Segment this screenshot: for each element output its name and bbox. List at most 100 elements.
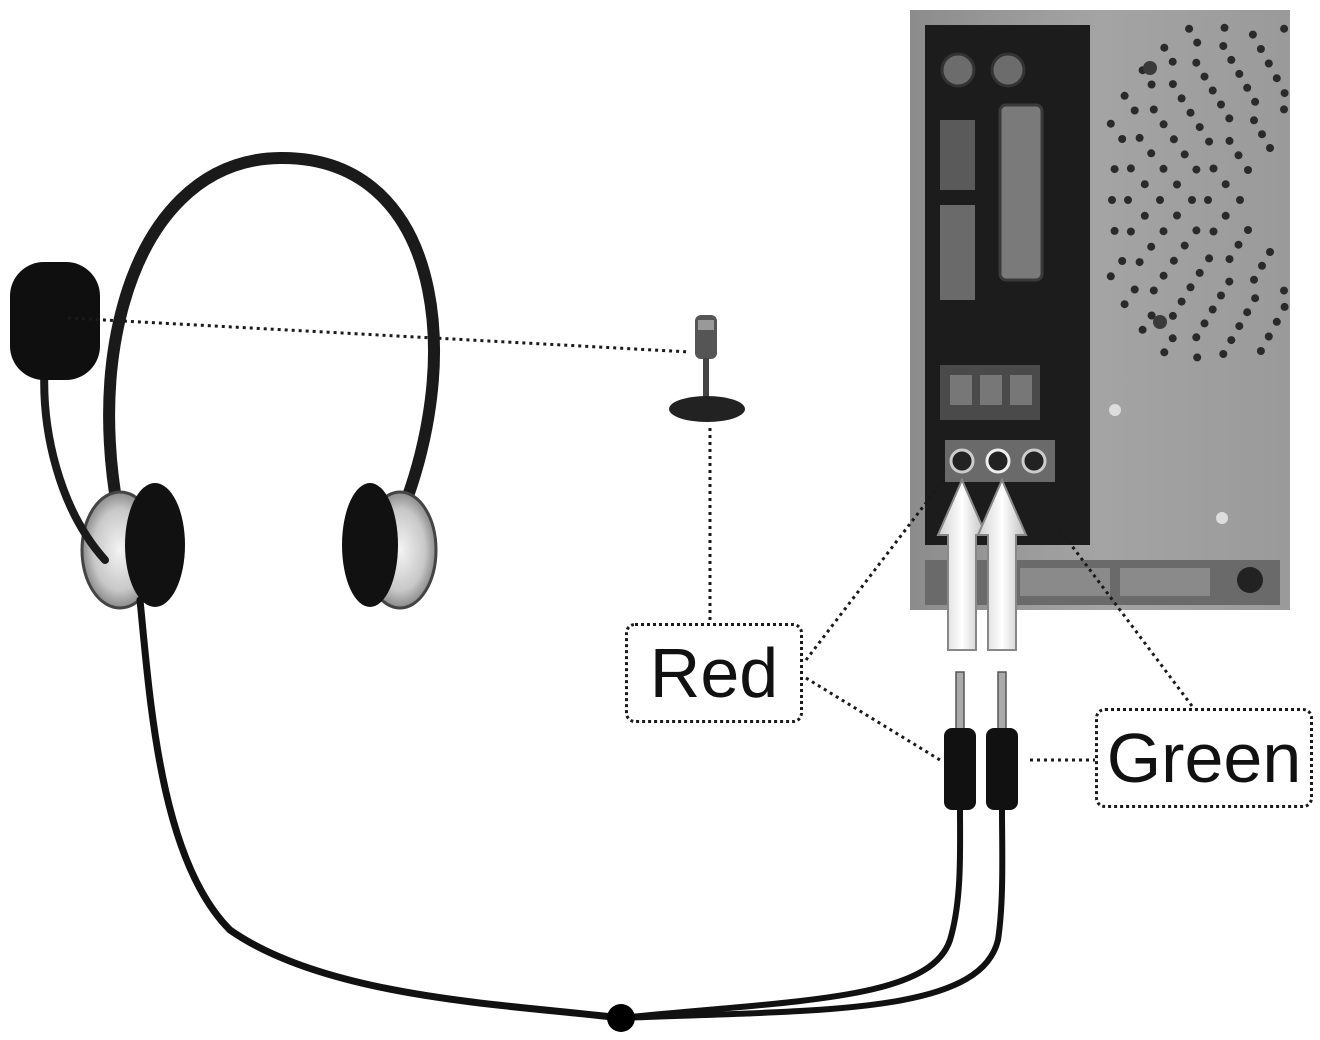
fan-vent — [1106, 23, 1289, 362]
vent-hole — [1177, 297, 1186, 306]
vent-hole — [1280, 89, 1289, 98]
vent-hole — [1235, 69, 1244, 78]
vent-hole — [1195, 268, 1204, 277]
vent-hole — [1110, 226, 1119, 235]
vent-hole — [1250, 116, 1258, 125]
vent-hole — [1180, 241, 1189, 250]
vent-hole — [1126, 227, 1135, 236]
vent-hole — [1147, 242, 1156, 251]
audio-jack-icon — [986, 671, 1018, 810]
vent-hole — [1159, 271, 1168, 280]
vent-hole — [1244, 166, 1252, 174]
vent-hole — [1243, 83, 1252, 92]
vent-hole — [1266, 248, 1274, 256]
vent-hole — [1205, 254, 1214, 263]
vent-hole — [1120, 91, 1129, 100]
vent-hole — [1280, 105, 1288, 114]
vent-hole — [1280, 286, 1288, 295]
vent-hole — [1209, 227, 1218, 236]
vent-hole — [1192, 226, 1201, 235]
audio-port-line-in — [1021, 448, 1047, 474]
vent-hole — [1248, 30, 1257, 39]
vent-hole — [1208, 305, 1217, 314]
vent-hole — [1195, 123, 1204, 132]
vent-hole — [1186, 283, 1195, 292]
vent-hole — [1169, 135, 1178, 144]
vent-hole — [1209, 164, 1218, 173]
vent-hole — [1250, 275, 1258, 284]
vent-hole — [1220, 23, 1229, 32]
vent-hole — [1147, 149, 1156, 158]
vent-hole — [1256, 45, 1265, 53]
vent-hole — [1124, 196, 1132, 204]
cable-to-green-jack — [617, 807, 1006, 1021]
right-ear-cup — [342, 483, 438, 610]
cable-to-red-jack — [617, 807, 964, 1021]
vent-hole — [1130, 106, 1139, 115]
cable-split-point — [607, 1004, 635, 1032]
vent-hole — [1193, 353, 1202, 362]
vent-hole — [1225, 114, 1234, 123]
vent-hole — [1235, 322, 1244, 331]
vent-hole — [1244, 226, 1252, 234]
vent-hole — [1149, 105, 1158, 114]
vent-hole — [1243, 308, 1252, 317]
vent-hole — [1159, 120, 1168, 129]
vent-hole — [1217, 100, 1225, 109]
vent-hole — [1225, 136, 1234, 145]
vent-hole — [1149, 286, 1158, 295]
vent-hole — [1108, 196, 1116, 204]
vent-hole — [1208, 86, 1217, 95]
headset-cable — [136, 596, 624, 1022]
vent-hole — [1192, 165, 1201, 174]
arrow-up-icon — [976, 477, 1028, 651]
vent-hole — [1258, 130, 1266, 139]
vent-hole — [1106, 119, 1115, 128]
vent-hole — [1168, 57, 1177, 66]
vent-hole — [1193, 38, 1202, 47]
vent-hole — [1192, 333, 1201, 342]
vent-hole — [1140, 180, 1149, 189]
headset-icon — [10, 151, 440, 610]
vent-hole — [1192, 58, 1201, 67]
vent-hole — [1234, 151, 1243, 160]
vent-hole — [1227, 55, 1236, 64]
vent-hole — [1258, 261, 1266, 270]
vent-hole — [1169, 256, 1178, 265]
vent-hole — [1185, 24, 1194, 33]
vent-hole — [1118, 257, 1127, 265]
audio-port-mic — [949, 448, 975, 474]
vent-hole — [1186, 108, 1195, 117]
vent-hole — [1266, 144, 1274, 152]
vent-hole — [1126, 164, 1135, 173]
headset-mic-foam — [10, 262, 100, 380]
vent-hole — [1168, 80, 1177, 89]
vent-hole — [1219, 350, 1228, 358]
audio-jack-icon — [944, 671, 976, 810]
vent-hole — [1227, 336, 1236, 345]
vent-hole — [1221, 211, 1230, 220]
vent-hole — [1110, 165, 1119, 174]
vent-hole — [1236, 196, 1244, 204]
vent-hole — [1219, 42, 1228, 50]
vent-hole — [1251, 97, 1260, 106]
vent-hole — [1205, 137, 1214, 146]
vent-hole — [1130, 285, 1139, 294]
vent-hole — [1118, 135, 1127, 143]
vent-hole — [1140, 211, 1149, 220]
vent-hole — [1159, 164, 1168, 173]
vent-hole — [1135, 133, 1144, 142]
vent-hole — [1180, 150, 1189, 159]
label-green: Green — [1095, 708, 1313, 808]
vent-hole — [1200, 72, 1209, 81]
leader-lines — [67, 316, 1194, 762]
vent-hole — [1217, 291, 1225, 300]
vent-hole — [1264, 59, 1273, 68]
vent-hole — [1264, 332, 1273, 341]
vent-hole — [1159, 227, 1168, 236]
vent-hole — [1272, 74, 1281, 83]
vent-hole — [1160, 43, 1169, 52]
vent-hole — [1177, 94, 1186, 103]
vent-hole — [1204, 196, 1212, 204]
